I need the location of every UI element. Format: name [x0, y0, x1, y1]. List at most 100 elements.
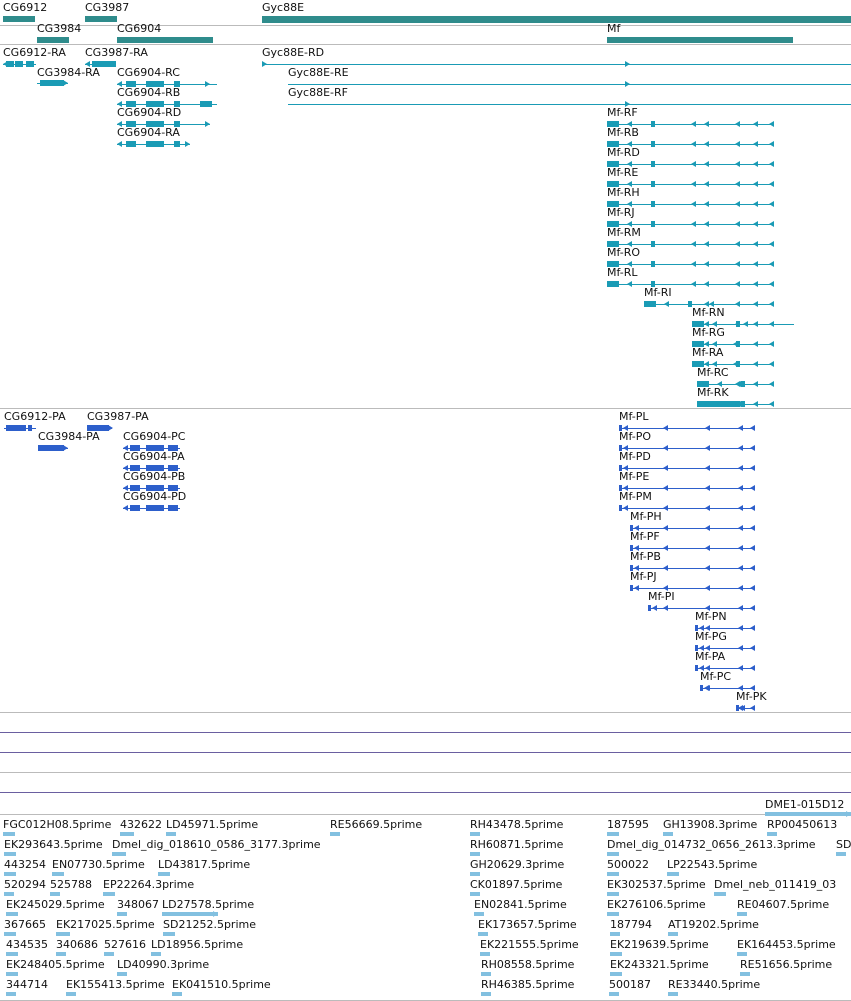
transcript-glyph-line[interactable]: [288, 103, 851, 105]
est-feature[interactable]: [481, 972, 491, 976]
protein-label[interactable]: Mf-PA: [695, 650, 726, 663]
est-label[interactable]: 434535: [6, 938, 48, 951]
protein-label[interactable]: CG6904-PB: [123, 470, 186, 483]
protein-label[interactable]: Mf-PI: [648, 590, 675, 603]
gene-bar[interactable]: [117, 37, 213, 43]
transcript-label[interactable]: Gyc88E-RD: [262, 46, 325, 59]
est-label[interactable]: FGC012H08.5prime: [3, 818, 112, 831]
est-feature[interactable]: [158, 872, 170, 876]
protein-label[interactable]: Mf-PM: [619, 490, 652, 503]
est-feature[interactable]: [6, 912, 18, 916]
est-feature[interactable]: [480, 952, 490, 956]
gene-bar[interactable]: [607, 37, 793, 43]
est-feature[interactable]: [668, 992, 678, 996]
protein-label[interactable]: CG6912-PA: [4, 410, 66, 423]
est-feature[interactable]: [103, 892, 115, 896]
est-feature[interactable]: [470, 852, 480, 856]
protein-label[interactable]: CG3984-PA: [38, 430, 100, 443]
protein-label[interactable]: Mf-PF: [630, 530, 660, 543]
est-feature[interactable]: [767, 832, 777, 836]
est-label[interactable]: LD18956.5prime: [151, 938, 244, 951]
est-label[interactable]: 443254: [4, 858, 46, 871]
transcript-label[interactable]: Mf-RE: [607, 166, 639, 179]
protein-label[interactable]: CG6904-PA: [123, 450, 185, 463]
est-label[interactable]: RE56669.5prime: [330, 818, 423, 831]
est-label[interactable]: RE04607.5prime: [737, 898, 830, 911]
est-feature[interactable]: [4, 892, 14, 896]
est-feature[interactable]: [737, 912, 747, 916]
protein-glyph-line[interactable]: [619, 447, 754, 449]
transcript-label[interactable]: Mf-RA: [692, 346, 724, 359]
est-label[interactable]: Dmel_neb_011419_03: [714, 878, 837, 891]
est-feature[interactable]: [120, 832, 134, 836]
protein-label[interactable]: Mf-PE: [619, 470, 650, 483]
transcript-label[interactable]: Mf-RH: [607, 186, 640, 199]
transcript-glyph-line[interactable]: [607, 283, 774, 285]
est-label[interactable]: SD21252.5prime: [163, 918, 256, 931]
est-feature[interactable]: [117, 912, 127, 916]
transcript-label[interactable]: CG6904-RA: [117, 126, 180, 139]
est-label[interactable]: EN02841.5prime: [474, 898, 567, 911]
est-label[interactable]: 340686: [56, 938, 98, 951]
est-feature[interactable]: [104, 952, 114, 956]
protein-glyph-line[interactable]: [648, 607, 754, 609]
protein-label[interactable]: Mf-PN: [695, 610, 727, 623]
est-label[interactable]: SD: [836, 838, 851, 851]
est-label[interactable]: 348067: [117, 898, 159, 911]
est-label[interactable]: RE51656.5prime: [740, 958, 833, 971]
est-feature[interactable]: [607, 872, 619, 876]
gene-label[interactable]: Mf: [607, 22, 621, 35]
protein-glyph-line[interactable]: [630, 527, 754, 529]
protein-label[interactable]: Mf-PH: [630, 510, 662, 523]
transcript-label[interactable]: Mf-RF: [607, 106, 638, 119]
est-feature[interactable]: [166, 832, 176, 836]
est-feature[interactable]: [714, 892, 726, 896]
protein-glyph-line[interactable]: [630, 567, 754, 569]
transcript-glyph-line[interactable]: [607, 163, 774, 165]
est-feature[interactable]: [667, 872, 679, 876]
protein-label[interactable]: Mf-PO: [619, 430, 652, 443]
est-label[interactable]: Dmel_dig_018610_0586_3177.3prime: [112, 838, 321, 851]
transcript-glyph-line[interactable]: [607, 143, 774, 145]
est-label[interactable]: 344714: [6, 978, 48, 991]
est-feature[interactable]: [162, 912, 218, 916]
est-label[interactable]: 367665: [4, 918, 46, 931]
transcript-label[interactable]: Mf-RD: [607, 146, 640, 159]
transcript-glyph-line[interactable]: [607, 223, 774, 225]
protein-label[interactable]: CG6904-PC: [123, 430, 186, 443]
est-label[interactable]: 520294: [4, 878, 46, 891]
protein-glyph-line[interactable]: [619, 427, 754, 429]
transcript-label[interactable]: Mf-RO: [607, 246, 641, 259]
est-label[interactable]: LD40990.3prime: [117, 958, 210, 971]
est-label[interactable]: RE33440.5prime: [668, 978, 761, 991]
est-label[interactable]: EK221555.5prime: [480, 938, 579, 951]
protein-label[interactable]: Mf-PD: [619, 450, 651, 463]
est-label[interactable]: EK245029.5prime: [6, 898, 105, 911]
transcript-label[interactable]: Gyc88E-RF: [288, 86, 348, 99]
transcript-label[interactable]: Mf-RN: [692, 306, 725, 319]
transcript-label[interactable]: Mf-RI: [644, 286, 672, 299]
transcript-glyph-line[interactable]: [607, 263, 774, 265]
est-label[interactable]: 527616: [104, 938, 146, 951]
transcript-label[interactable]: Mf-RK: [697, 386, 729, 399]
protein-label[interactable]: CG3987-PA: [87, 410, 149, 423]
transcript-glyph-line[interactable]: [288, 83, 851, 85]
est-feature[interactable]: [610, 932, 620, 936]
transcript-glyph-line[interactable]: [262, 63, 851, 65]
protein-glyph-line[interactable]: [700, 687, 754, 689]
protein-glyph-line[interactable]: [630, 587, 754, 589]
transcript-label[interactable]: CG3987-RA: [85, 46, 148, 59]
protein-label[interactable]: CG6904-PD: [123, 490, 187, 503]
est-feature[interactable]: [663, 832, 673, 836]
est-label[interactable]: RP00450613: [767, 818, 838, 831]
est-label[interactable]: EK293643.5prime: [4, 838, 103, 851]
est-label[interactable]: EK219639.5prime: [610, 938, 709, 951]
est-feature[interactable]: [56, 952, 66, 956]
transcript-label[interactable]: CG3984-RA: [37, 66, 100, 79]
transcript-label[interactable]: Gyc88E-RE: [288, 66, 349, 79]
est-feature[interactable]: [474, 912, 484, 916]
transcript-glyph-line[interactable]: [607, 183, 774, 185]
transcript-label[interactable]: Mf-RL: [607, 266, 638, 279]
est-feature[interactable]: [4, 872, 16, 876]
est-feature[interactable]: [4, 932, 16, 936]
